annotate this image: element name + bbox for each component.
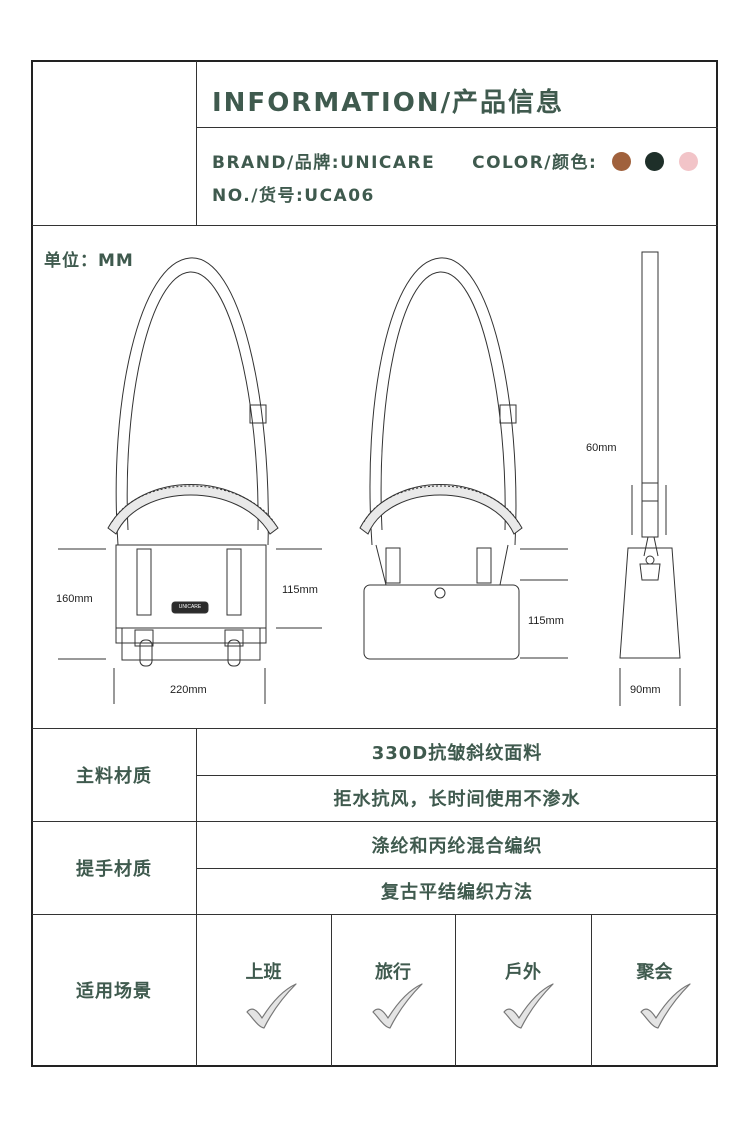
no-label: NO./货号: [212,186,305,206]
color-swatch-dark-green [645,152,665,171]
header-title-rule [196,127,718,128]
scene-outdoor-label: 戶外 [505,962,541,983]
main-material-line-1: 330D抗皱斜纹面料 [371,742,543,764]
product-number-row: NO./货号:UCA06 [212,181,375,206]
unit-label: 单位：MM [44,251,134,271]
dim-front-height: 160mm [56,593,93,605]
diagram-bottom-rule [32,728,718,729]
main-material-line-2: 拒水抗风，长时间使用不渗水 [333,789,581,810]
dim-front-flap: 115mm [282,584,318,596]
header-bottom-rule [32,225,718,226]
handle-material-line-1: 涤纶和丙纶混合编织 [371,835,543,857]
header-divider [196,61,197,226]
dim-side-width: 90mm [630,684,661,696]
color-label: COLOR/颜色: [472,153,598,173]
material-row-rule-1 [196,775,718,776]
handle-material-label: 提手材质 [76,858,152,880]
color-swatch-pink [678,152,698,171]
scene-party-label: 聚会 [636,962,673,983]
scene-divider-3 [591,914,592,1066]
no-value: UCA06 [304,186,375,206]
front-view-bag [107,257,279,667]
bag-logo-label: UNICARE [178,604,202,610]
info-title: INFORMATION/产品信息 [212,88,565,118]
check-icon-work [246,983,297,1029]
main-material-label: 主料材质 [76,765,152,787]
check-icon-travel [372,983,423,1029]
material-row-rule-4 [32,914,718,915]
check-icon-outdoor [503,983,554,1029]
dim-back-height: 115mm [528,615,564,627]
scene-work: 上班 [196,958,331,984]
scene-divider-1 [331,914,332,1066]
brand-label: BRAND/品牌: [212,153,341,173]
brand-value: UNICARE [340,153,436,173]
scene-divider-2 [455,914,456,1066]
scene-party: 聚会 [591,958,718,984]
material-row-rule-2 [32,821,718,822]
page-frame [31,60,718,1067]
scene-work-label: 上班 [245,962,282,983]
scene-travel-label: 旅行 [375,962,411,983]
scene-outdoor: 戶外 [455,958,591,984]
table-label-divider [196,728,197,1066]
material-row-rule-3 [196,868,718,869]
check-icon-party [640,983,691,1029]
dim-strap: 60mm [586,442,617,454]
brand-color-row: BRAND/品牌:UNICARE COLOR/颜色: [212,148,698,173]
dim-front-width: 220mm [170,684,207,696]
handle-material-line-2: 复古平结编织方法 [381,882,533,903]
scenes-label: 适用场景 [76,981,152,1002]
scene-travel: 旅行 [331,958,455,984]
color-swatch-brown [611,152,631,171]
side-view-bag [619,251,681,659]
back-view-bag [359,257,523,660]
